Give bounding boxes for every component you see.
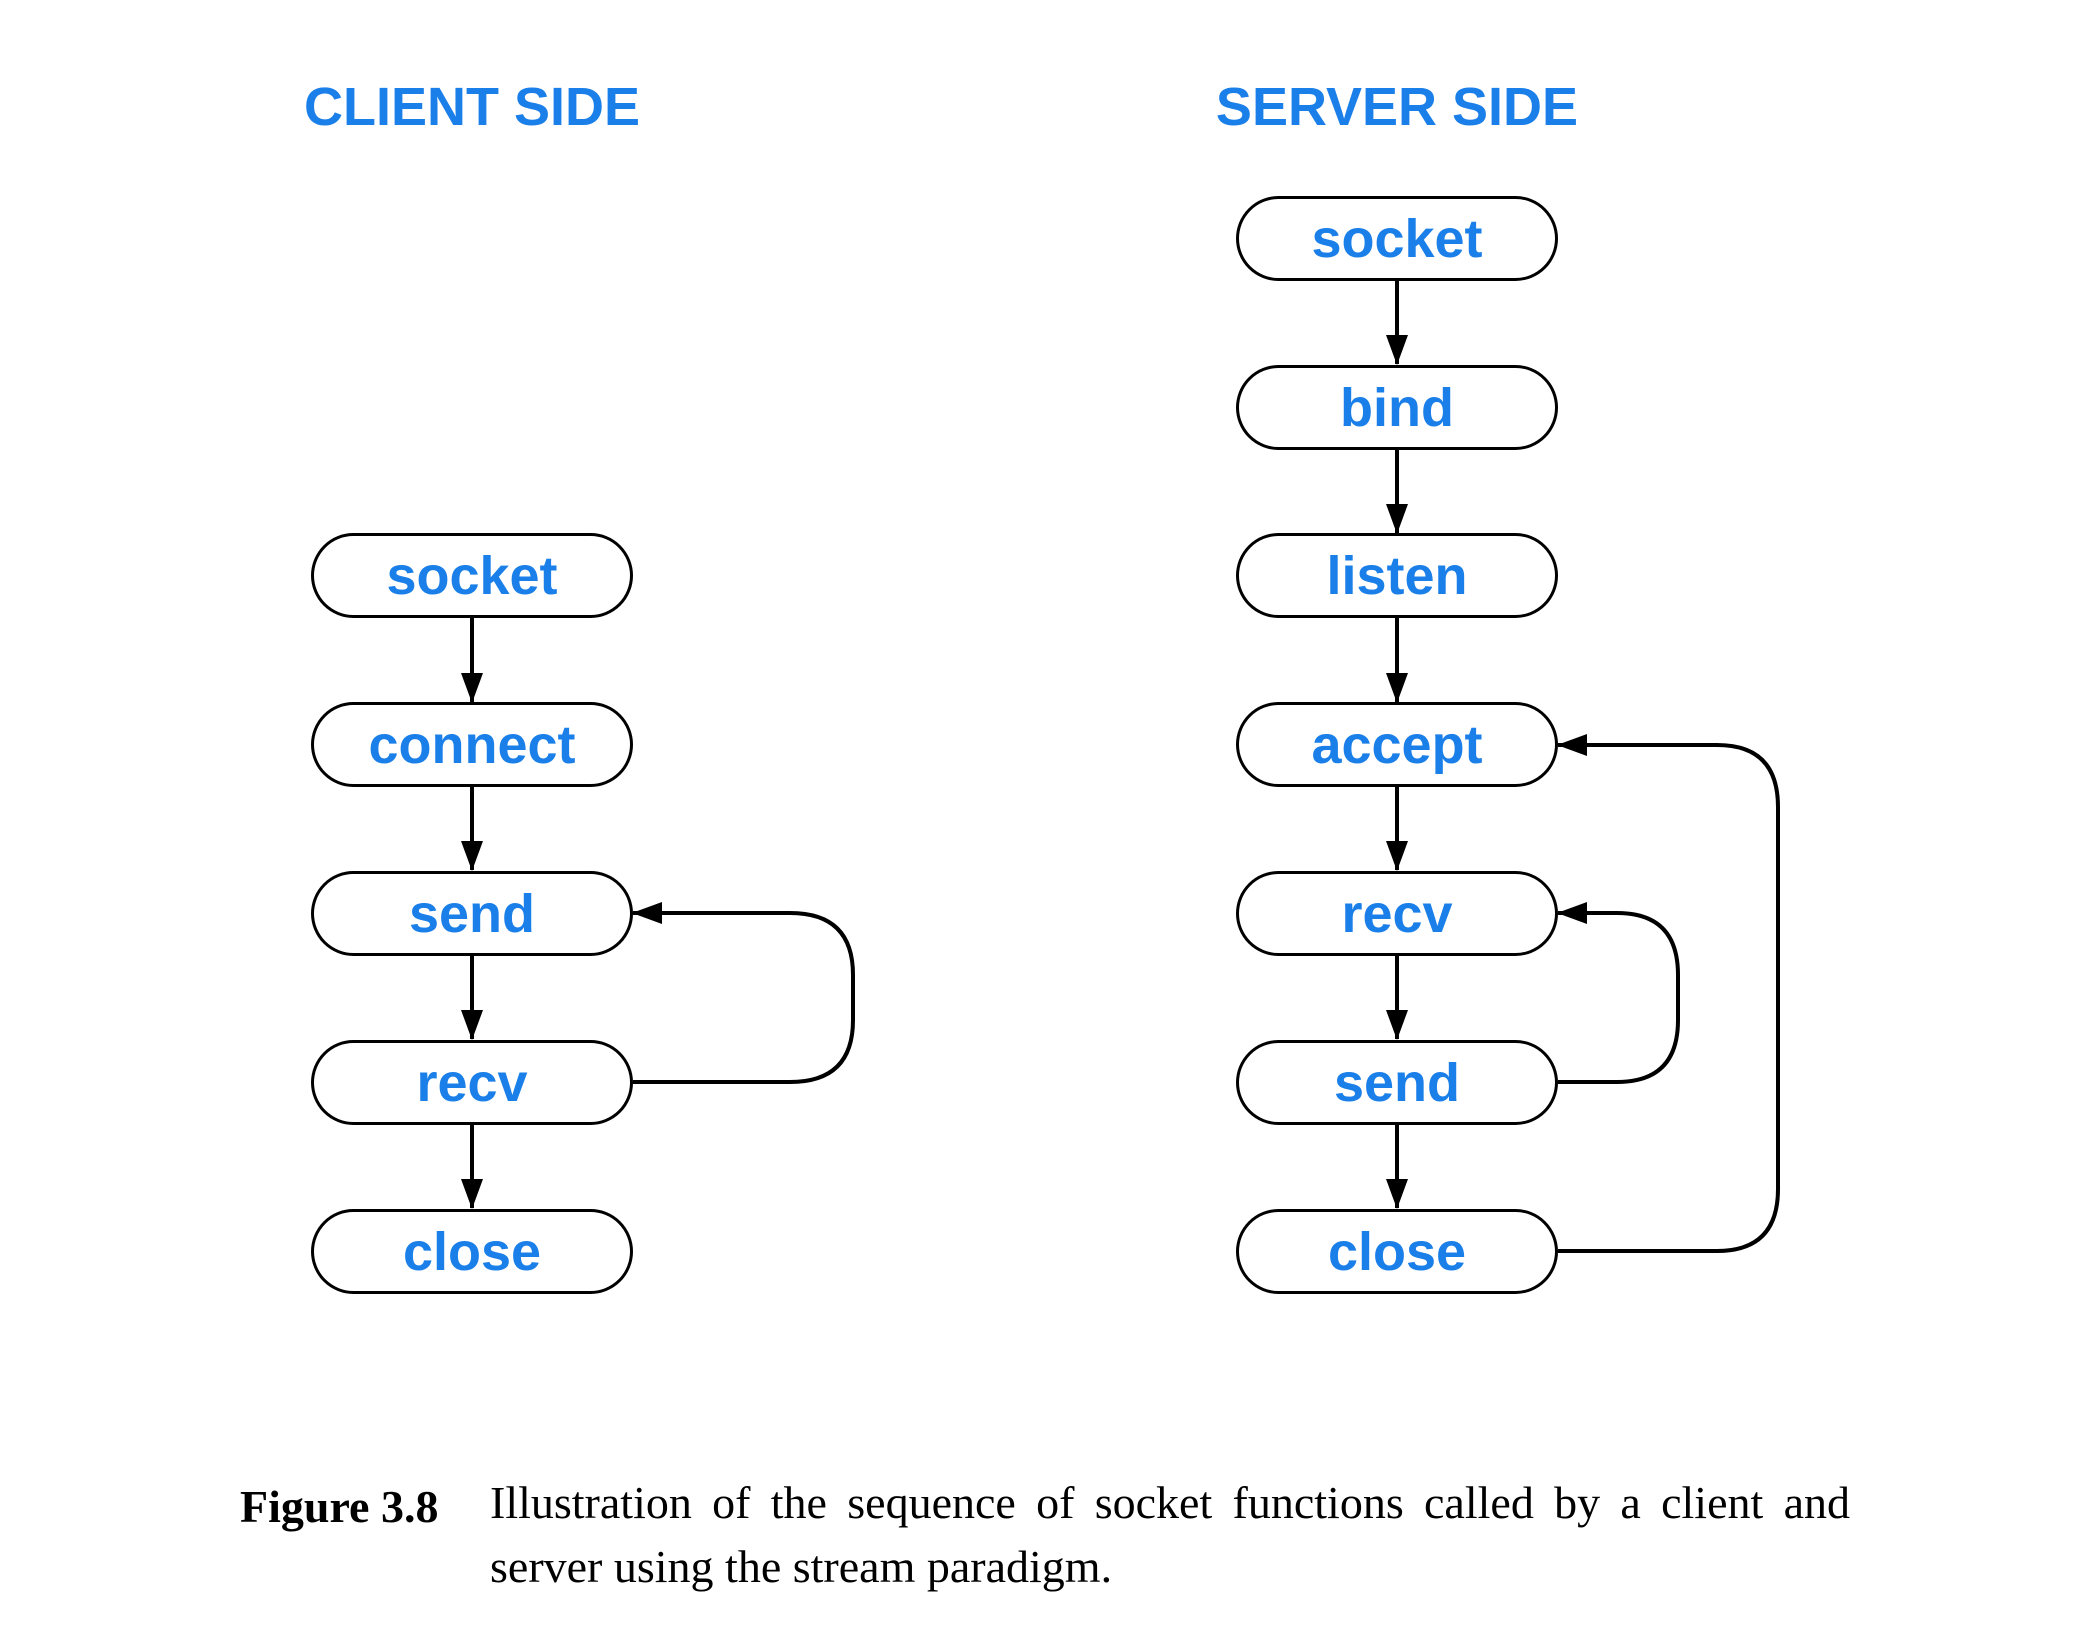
caption-text: Illustration of the sequence of socket f… <box>490 1477 1850 1592</box>
client-node-connect: connect <box>311 702 633 787</box>
server-node-close: close <box>1236 1209 1558 1294</box>
server-loop-send-to-recv <box>1557 902 1680 1084</box>
server-node-recv: recv <box>1236 871 1558 956</box>
client-node-send: send <box>311 871 633 956</box>
client-loop-recv-to-send <box>632 902 855 1084</box>
server-node-listen: listen <box>1236 533 1558 618</box>
client-side-heading: CLIENT SIDE <box>303 77 641 137</box>
caption-label: Figure 3.8 <box>240 1481 439 1532</box>
server-side-heading: SERVER SIDE <box>1215 77 1579 137</box>
server-node-accept: accept <box>1236 702 1558 787</box>
figure-caption: Figure 3.8 Illustration of the sequence … <box>240 1477 1850 1599</box>
client-node-recv: recv <box>311 1040 633 1125</box>
server-node-socket: socket <box>1236 196 1558 281</box>
server-node-send: send <box>1236 1040 1558 1125</box>
client-node-socket: socket <box>311 533 633 618</box>
client-node-close: close <box>311 1209 633 1294</box>
server-loop-close-to-accept <box>1557 734 1780 1253</box>
server-node-bind: bind <box>1236 365 1558 450</box>
